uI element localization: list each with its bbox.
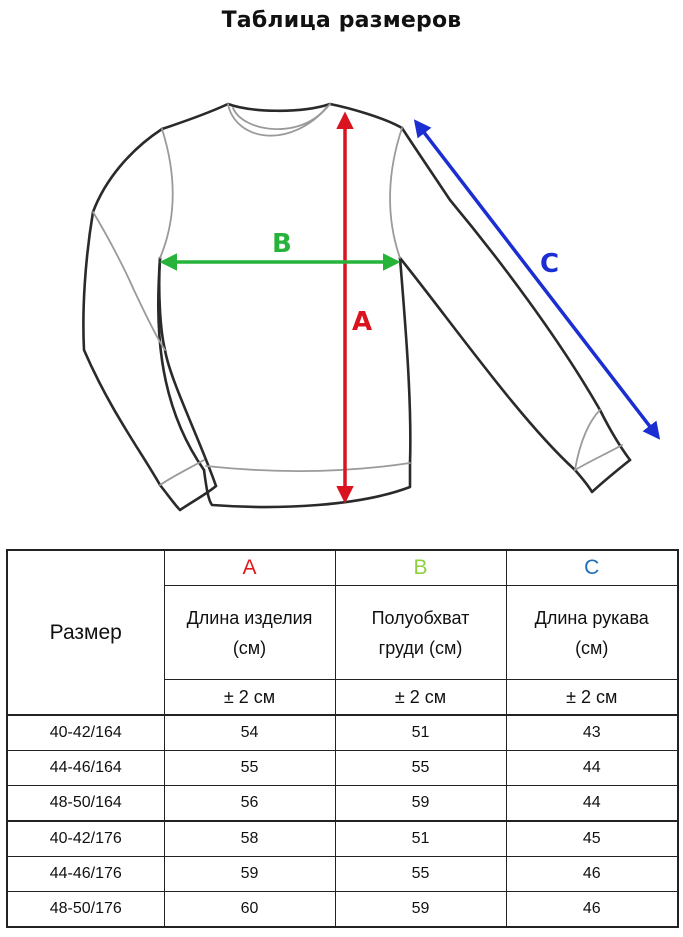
column-desc-a-line2: (см) xyxy=(232,637,267,658)
cell-b: 55 xyxy=(334,750,507,786)
cell-a: 58 xyxy=(163,820,336,857)
cell-c: 44 xyxy=(505,785,679,822)
cell-c: 45 xyxy=(505,820,679,857)
cell-a: 59 xyxy=(163,856,336,892)
cell-c: 46 xyxy=(505,856,679,892)
cell-size: 48-50/164 xyxy=(6,785,165,822)
table-row: 44-46/164 55 55 44 xyxy=(6,750,679,786)
sweatshirt-diagram: A B C xyxy=(82,102,661,512)
column-desc-c-line2: (см) xyxy=(575,637,609,658)
table-row: 40-42/176 58 51 45 xyxy=(6,820,679,857)
measure-label-b: B xyxy=(272,229,292,259)
column-desc-a: Длина изделия (см) xyxy=(163,585,336,680)
measure-label-a: A xyxy=(352,307,372,337)
cell-c: 43 xyxy=(505,714,679,751)
column-desc-c: Длина рукава (см) xyxy=(505,585,679,680)
column-tolerance-b: ± 2 см xyxy=(334,679,507,716)
size-table: Размер A B C Длина изделия (см) Полуобхв… xyxy=(6,549,679,928)
column-desc-a-line1: Длина изделия xyxy=(186,607,313,628)
cell-size: 44-46/164 xyxy=(6,750,165,786)
column-letter-a: A xyxy=(163,549,336,586)
cell-size: 44-46/176 xyxy=(6,856,165,892)
table-row: 44-46/176 59 55 46 xyxy=(6,856,679,892)
table-row: 48-50/176 60 59 46 xyxy=(6,891,679,928)
column-desc-b-line1: Полуобхват xyxy=(371,607,470,628)
column-desc-c-line1: Длина рукава xyxy=(534,607,649,628)
cell-c: 46 xyxy=(505,891,679,928)
measure-label-c: C xyxy=(540,249,559,279)
cell-a: 54 xyxy=(163,714,336,751)
column-desc-b: Полуобхват груди (см) xyxy=(334,585,507,680)
cell-b: 51 xyxy=(334,820,507,857)
table-row: 48-50/164 56 59 44 xyxy=(6,785,679,822)
cell-size: 40-42/176 xyxy=(6,820,165,857)
column-tolerance-c: ± 2 см xyxy=(505,679,679,716)
seam-details xyxy=(92,103,623,486)
cell-size: 48-50/176 xyxy=(6,891,165,928)
size-column-header: Размер xyxy=(6,549,165,716)
cell-a: 55 xyxy=(163,750,336,786)
column-desc-b-line2: груди (см) xyxy=(378,637,463,658)
page-title: Таблица размеров xyxy=(221,8,462,33)
measure-arrow-c xyxy=(413,119,661,440)
column-letter-b: B xyxy=(334,549,507,586)
column-letter-c: C xyxy=(505,549,679,586)
table-row: 40-42/164 54 51 43 xyxy=(6,714,679,751)
cell-a: 56 xyxy=(163,785,336,822)
cell-size: 40-42/164 xyxy=(6,714,165,751)
cell-b: 51 xyxy=(334,714,507,751)
cell-c: 44 xyxy=(505,750,679,786)
cell-b: 55 xyxy=(334,856,507,892)
cell-b: 59 xyxy=(334,891,507,928)
cell-a: 60 xyxy=(163,891,336,928)
column-tolerance-a: ± 2 см xyxy=(163,679,336,716)
cell-b: 59 xyxy=(334,785,507,822)
